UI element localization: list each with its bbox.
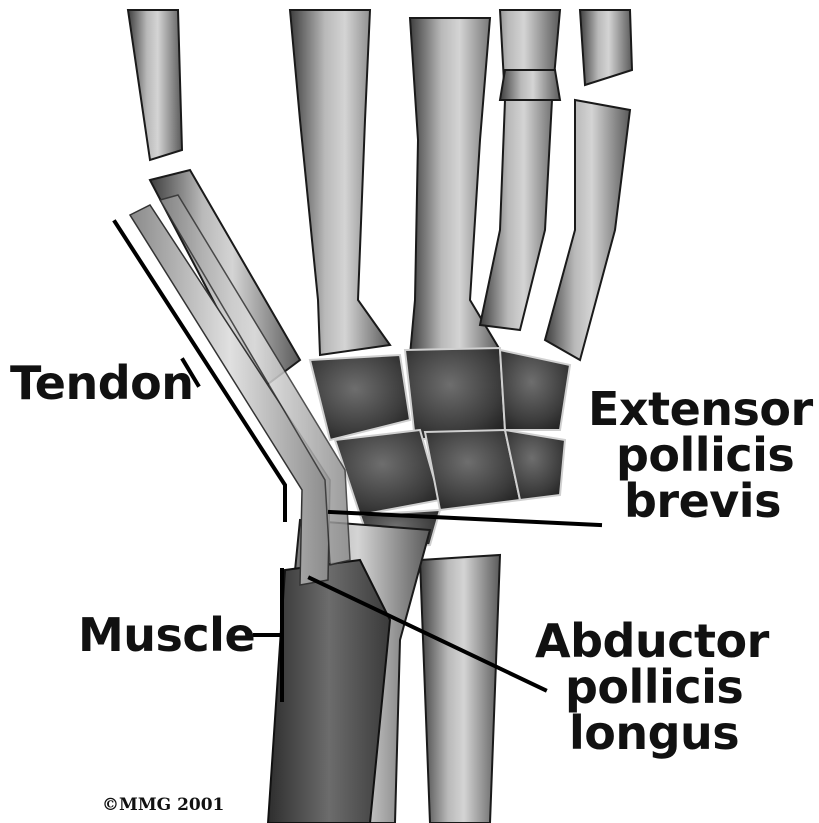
muscle-label: Muscle	[78, 612, 255, 658]
copyright-notice: ©MMG 2001	[98, 794, 228, 816]
thumb-phalanx	[128, 10, 182, 160]
abductor-label-line-1: Abductor	[535, 618, 805, 664]
extensor-pollicis-brevis-label: Extensor pollicis brevis	[588, 386, 814, 524]
extensor-label-line-2: pollicis	[588, 432, 814, 478]
ulna	[420, 555, 500, 823]
tendon-label-text: Tendon	[10, 360, 194, 406]
extensor-label-line-3: brevis	[588, 478, 814, 524]
little-metacarpal	[545, 100, 630, 360]
abductor-muscle	[268, 560, 390, 823]
little-phalanx	[580, 10, 632, 85]
ring-phalanx	[500, 70, 560, 100]
muscle-label-text: Muscle	[78, 612, 255, 658]
abductor-pollicis-longus-label: Abductor pollicis longus	[535, 618, 805, 756]
extensor-label-line-1: Extensor	[588, 386, 814, 432]
abductor-label-line-3: longus	[535, 710, 805, 756]
index-metacarpal	[290, 10, 390, 355]
ring-metacarpal	[480, 10, 560, 330]
abductor-label-line-2: pollicis	[535, 664, 805, 710]
tendon-label: Tendon	[10, 360, 194, 406]
